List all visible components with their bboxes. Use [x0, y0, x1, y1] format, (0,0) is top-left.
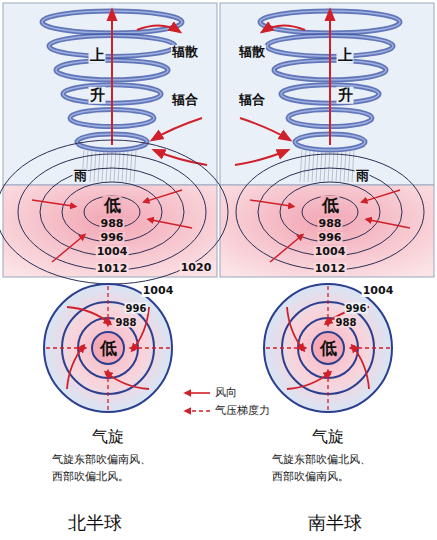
label: 气旋东部吹偏北风、 西部吹偏南风。	[271, 452, 385, 485]
label: 辐合	[171, 93, 199, 107]
label: 辐合	[238, 93, 266, 107]
label: 1012	[314, 263, 347, 275]
legend-item: 风向	[182, 385, 237, 400]
label: 气旋	[91, 428, 125, 446]
label: 1004	[362, 285, 395, 297]
label: 雨	[73, 169, 88, 183]
label: 1012	[96, 263, 129, 275]
legend-text: 风向	[215, 385, 237, 400]
label: 气旋	[311, 428, 345, 446]
label: 1004	[96, 246, 129, 258]
label: 升	[337, 87, 354, 104]
label: 1004	[142, 285, 175, 297]
low-label: 低	[100, 340, 117, 357]
label: 雨	[355, 169, 370, 183]
label: 南半球	[307, 513, 363, 533]
label: 988	[100, 218, 125, 230]
label: 上	[89, 47, 106, 64]
label: 低	[103, 196, 122, 215]
label: 988	[335, 317, 358, 328]
label: 996	[318, 232, 343, 244]
wind-arrow-sample	[182, 387, 212, 399]
low-label: 低	[320, 340, 337, 357]
legend-item: 气压梯度力	[182, 403, 270, 418]
low-centre: 低	[311, 331, 345, 365]
label: 996	[345, 303, 368, 314]
label: 996	[125, 303, 148, 314]
label: 气旋东部吹偏南风、 西部吹偏北风。	[51, 452, 165, 485]
label: 低	[321, 196, 340, 215]
legend-text: 气压梯度力	[215, 403, 270, 418]
label: 988	[318, 218, 343, 230]
low-centre: 低	[91, 331, 125, 365]
label: 辐散	[171, 45, 199, 59]
label: 988	[115, 317, 138, 328]
label: 辐散	[238, 45, 266, 59]
label: 北半球	[67, 513, 123, 533]
gradient-arrow-sample	[182, 405, 212, 417]
label: 996	[100, 232, 125, 244]
label: 1020	[180, 262, 213, 274]
label: 上	[337, 47, 354, 64]
label: 升	[89, 87, 106, 104]
label: 1004	[314, 246, 347, 258]
